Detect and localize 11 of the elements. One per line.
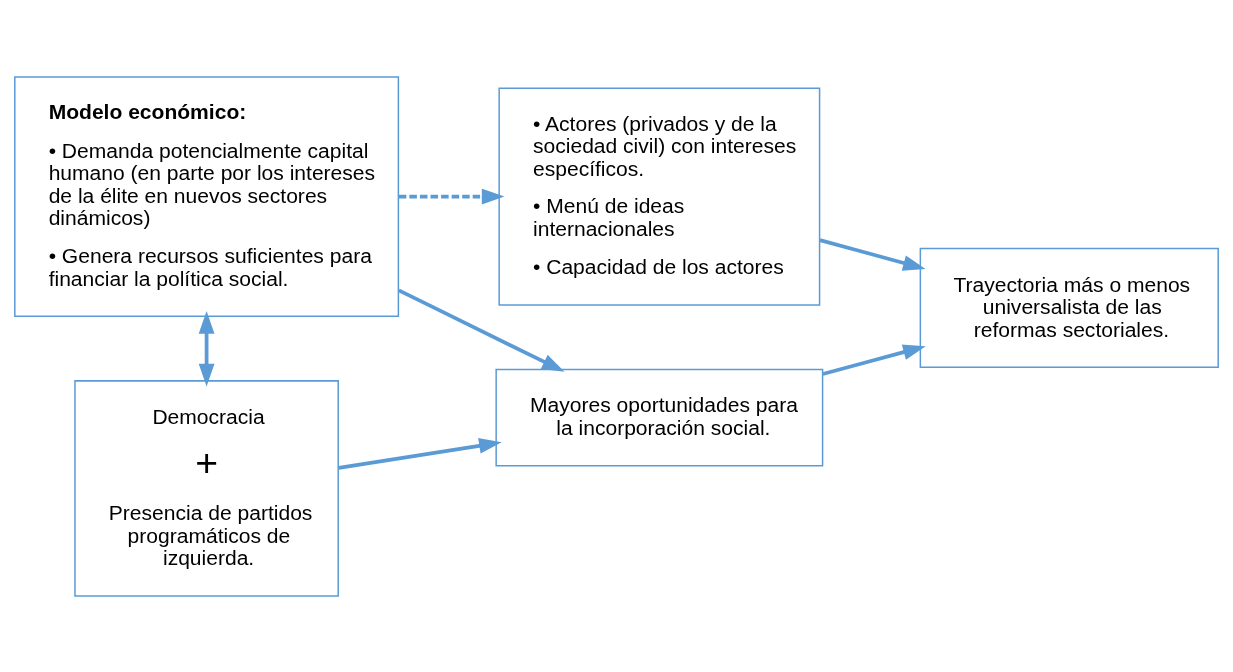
arrow [398,288,565,372]
arrow [822,344,926,376]
arrow [198,310,215,386]
arrow [338,437,502,470]
node-box: Trayectoria más o menos universalista de las reformas sectoriales. [919,247,1219,368]
node-box: Modelo económico: • Demanda potencialmente capital humano (en parte por los intereses de la élite en nuevos sectores dinámicos) • Genera recursos suficientes para financiar la política social. [14,75,400,317]
arrow [819,237,926,271]
node-box: Mayores oportunidades para la incorporación social. [495,368,824,467]
node-box: • Actores (privados y de la sociedad civil) con intereses específicos. • Menú de ideas internacionales • Capacidad de los actores [498,87,821,306]
node-box: Democracia + Presencia de partidos programáticos de izquierda. [74,379,339,597]
arrow [398,188,505,205]
